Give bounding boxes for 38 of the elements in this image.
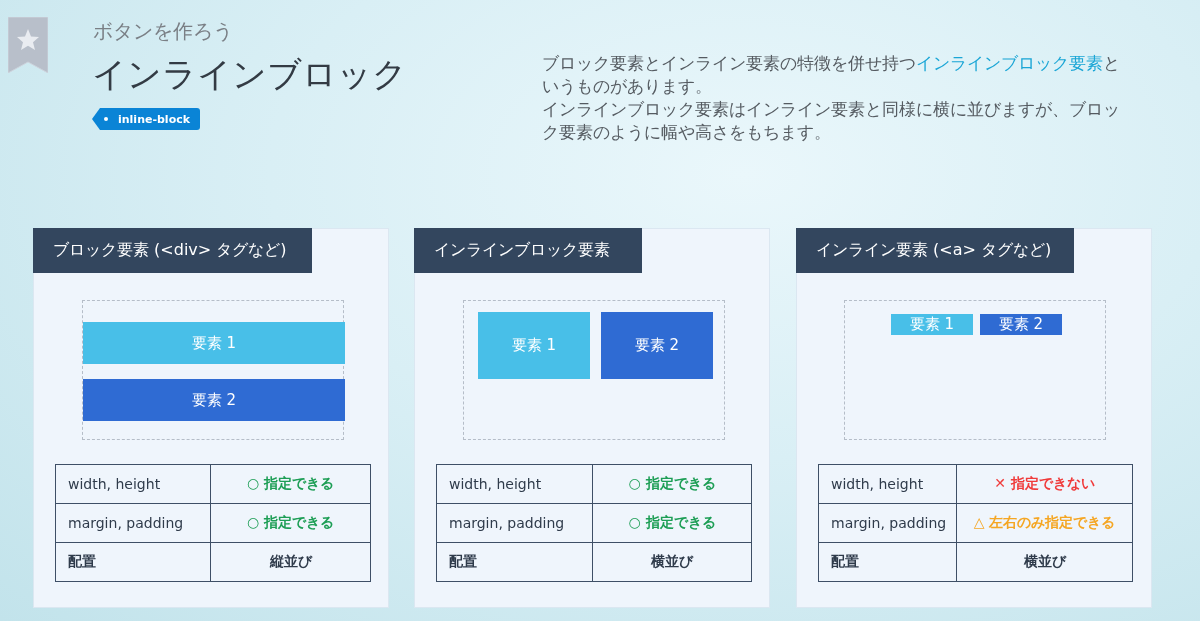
property-cell: width, height (818, 464, 957, 504)
property-cell: margin, padding (436, 503, 593, 543)
comparison-panel (414, 228, 770, 608)
dashed-container (82, 300, 344, 440)
property-cell: width, height (436, 464, 593, 504)
panel-header: ブロック要素 (<div> タグなど) (33, 228, 312, 273)
value-cell: ○ 指定できる (210, 464, 371, 504)
value-cell: ✕ 指定できない (956, 464, 1133, 504)
element-block: 要素 2 (980, 314, 1062, 335)
property-cell: margin, padding (55, 503, 211, 543)
dashed-container (844, 300, 1106, 440)
property-cell: 配置 (55, 542, 211, 582)
value-cell: 横並び (592, 542, 752, 582)
property-cell: 配置 (818, 542, 957, 582)
element-block: 要素 2 (601, 312, 713, 379)
description-paragraph: ブロック要素とインライン要素の特徴を併せ持つインラインブロック要素というものがあります。 (542, 52, 1121, 98)
element-block: 要素 1 (83, 322, 345, 364)
value-cell: 横並び (956, 542, 1133, 582)
panel-header: インライン要素 (<a> タグなど) (796, 228, 1074, 273)
value-cell: ○ 指定できる (592, 503, 752, 543)
comparison-panel (33, 228, 389, 608)
property-cell: margin, padding (818, 503, 957, 543)
subtitle: ボタンを作ろう (93, 19, 233, 43)
value-cell: ○ 指定できる (592, 464, 752, 504)
comparison-panel (796, 228, 1152, 608)
value-cell: ○ 指定できる (210, 503, 371, 543)
description-paragraph: インラインブロック要素はインライン要素と同様に横に並びますが、ブロック要素のように幅や高さをもちます。 (542, 98, 1121, 144)
value-cell: △ 左右のみ指定できる (956, 503, 1133, 543)
property-cell: width, height (55, 464, 211, 504)
element-block: 要素 1 (891, 314, 973, 335)
page-title: インラインブロック (92, 54, 407, 94)
value-cell: 縦並び (210, 542, 371, 582)
element-block: 要素 2 (83, 379, 345, 421)
tag-link: inline-block (92, 108, 201, 130)
element-block: 要素 1 (478, 312, 590, 379)
property-cell: 配置 (436, 542, 593, 582)
dashed-container (463, 300, 725, 440)
panel-header: インラインブロック要素 (414, 228, 642, 273)
